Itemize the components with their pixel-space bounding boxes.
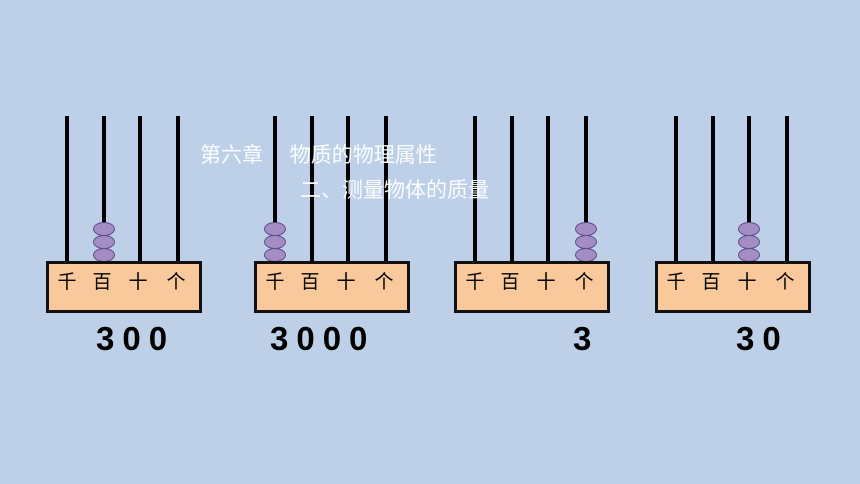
rod-thousands (65, 116, 69, 264)
place-label-ones: 个 (775, 271, 795, 293)
bead (264, 248, 286, 262)
bead (575, 235, 597, 249)
place-label-thousands: 千 (57, 271, 77, 293)
place-label-tens: 十 (737, 271, 757, 293)
bead (738, 222, 760, 236)
rod-thousands (273, 116, 277, 264)
abacus-300: 千 百 十 个 300 (46, 0, 206, 484)
rod-ones (176, 116, 180, 264)
bead (738, 248, 760, 262)
bead (575, 222, 597, 236)
bead (93, 222, 115, 236)
place-label-tens: 十 (336, 271, 356, 293)
place-label-tens: 十 (128, 271, 148, 293)
abacus-number: 3 (573, 320, 600, 357)
rod-tens (138, 116, 142, 264)
abacus-base (254, 261, 410, 313)
place-label-thousands: 千 (265, 271, 285, 293)
abacus-30: 千 百 十 个 30 (655, 0, 815, 484)
place-label-ones: 个 (374, 271, 394, 293)
rod-hundreds (310, 116, 314, 264)
place-label-thousands: 千 (465, 271, 485, 293)
rod-tens (346, 116, 350, 264)
bead (264, 222, 286, 236)
bead (93, 235, 115, 249)
place-label-hundreds: 百 (92, 271, 112, 293)
abacus-number: 300 (96, 320, 176, 357)
bead (738, 235, 760, 249)
rod-hundreds (102, 116, 106, 264)
abacus-number: 30 (736, 320, 789, 357)
rod-hundreds (711, 116, 715, 264)
section-title: 二、测量物体的质量 (300, 178, 489, 202)
rod-ones (384, 116, 388, 264)
abacus-number: 3000 (270, 320, 376, 357)
abacus-base (46, 261, 202, 313)
abacus-3000: 千 百 十 个 3000 (254, 0, 414, 484)
place-label-ones: 个 (574, 271, 594, 293)
bead (264, 235, 286, 249)
place-label-hundreds: 百 (701, 271, 721, 293)
place-label-hundreds: 百 (500, 271, 520, 293)
abacus-base (655, 261, 811, 313)
rod-hundreds (510, 116, 514, 264)
rod-thousands (674, 116, 678, 264)
place-label-hundreds: 百 (300, 271, 320, 293)
rod-thousands (473, 116, 477, 264)
rod-ones (584, 116, 588, 264)
place-label-thousands: 千 (666, 271, 686, 293)
bead (575, 248, 597, 262)
bead (93, 248, 115, 262)
abacus-3: 千 百 十 个 3 (454, 0, 614, 484)
abacus-base (454, 261, 610, 313)
chapter-title: 第六章 物质的物理属性 (200, 143, 437, 167)
rod-tens (747, 116, 751, 264)
rod-ones (785, 116, 789, 264)
place-label-ones: 个 (166, 271, 186, 293)
place-label-tens: 十 (536, 271, 556, 293)
rod-tens (546, 116, 550, 264)
